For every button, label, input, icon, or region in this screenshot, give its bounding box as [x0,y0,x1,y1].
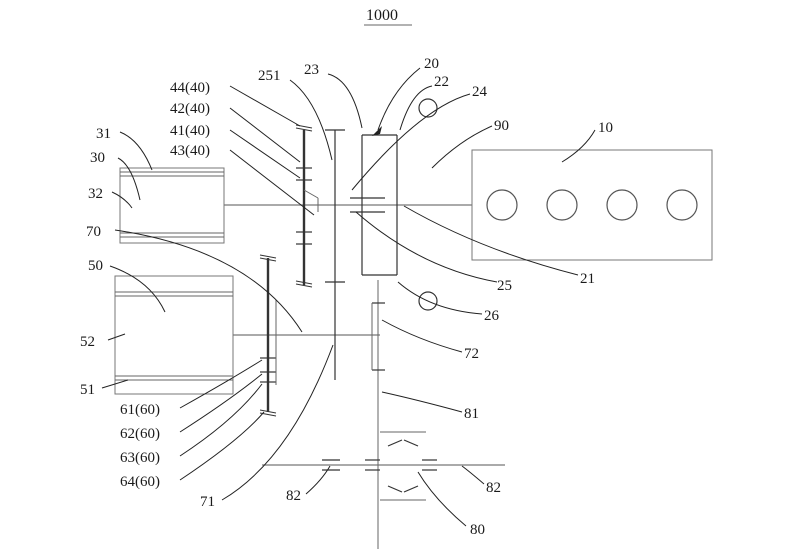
bearing-top [418,98,438,118]
leader-82-left [305,465,331,495]
leader-41 [229,129,301,179]
label-20: 20 [424,56,439,72]
label-72: 72 [464,346,479,362]
leader-31 [119,131,153,171]
gear-64-hatch-top-2 [259,257,277,262]
leader-63 [179,383,263,457]
label-22: 22 [434,74,449,90]
label-251: 251 [258,68,281,84]
label-70: 70 [86,224,101,240]
label-82-right: 82 [486,480,501,496]
label-62-60: 62(60) [120,426,160,442]
leader-43 [229,149,315,216]
motor-30-body [119,167,225,244]
leader-71 [221,344,334,501]
differential-gear-br [403,485,419,493]
differential-gear-tr [403,439,419,447]
leader-51 [101,379,129,389]
label-25: 25 [497,278,512,294]
gear-40-link [303,189,319,199]
leader-90 [431,125,493,169]
label-41-40: 41(40) [170,123,210,139]
leader-64 [179,411,265,481]
label-64-60: 64(60) [120,474,160,490]
leader-32 [111,191,133,209]
leader-50 [109,265,166,313]
gear-43-hatch-2 [295,283,313,288]
gear-64-hatch [259,409,277,414]
gear-44-hatch-2 [295,127,313,132]
label-50: 50 [88,258,103,274]
label-52: 52 [80,334,95,350]
label-71: 71 [200,494,215,510]
leader-24 [351,93,471,191]
label-44-40: 44(40) [170,80,210,96]
label-80: 80 [470,522,485,538]
engine-cylinder-4 [666,189,698,221]
leader-30 [117,157,141,201]
label-21: 21 [580,271,595,287]
leader-82-right [461,465,485,485]
leader-251 [289,79,333,161]
label-24: 24 [472,84,488,100]
differential-gear-bl [387,485,403,493]
leader-20-arrow [372,126,382,136]
differential-gear-tl [387,439,403,447]
label-51: 51 [80,382,95,398]
leader-80 [417,471,467,527]
label-63-60: 63(60) [120,450,160,466]
label-81: 81 [464,406,479,422]
leader-23 [327,73,363,129]
label-31: 31 [96,126,111,142]
label-23: 23 [304,62,319,78]
leader-22 [399,85,433,131]
figure-title: 1000 [366,7,398,24]
engine-cylinder-2 [546,189,578,221]
leader-70 [114,229,303,333]
engine-cylinder-3 [606,189,638,221]
leader-52 [107,333,126,341]
label-82-left: 82 [286,488,301,504]
leader-61 [179,359,263,409]
label-43-40: 43(40) [170,143,210,159]
label-42-40: 42(40) [170,101,210,117]
leader-26 [397,281,483,315]
engine-block [471,149,713,261]
gear-43-hatch [295,280,313,285]
leader-62 [179,373,263,433]
leader-25 [355,211,498,283]
label-32: 32 [88,186,103,202]
leader-10 [561,129,596,163]
label-61-60: 61(60) [120,402,160,418]
label-30: 30 [90,150,105,166]
leader-42 [229,107,301,163]
gear-64-hatch-top [259,254,277,259]
label-26: 26 [484,308,500,324]
leader-44 [229,85,301,127]
leader-20 [377,67,421,131]
leader-21 [403,205,579,276]
label-10: 10 [598,120,613,136]
bearing-26 [418,291,438,311]
engine-cylinder-1 [486,189,518,221]
leader-81 [381,391,463,413]
leader-72 [381,319,463,353]
label-90: 90 [494,118,509,134]
